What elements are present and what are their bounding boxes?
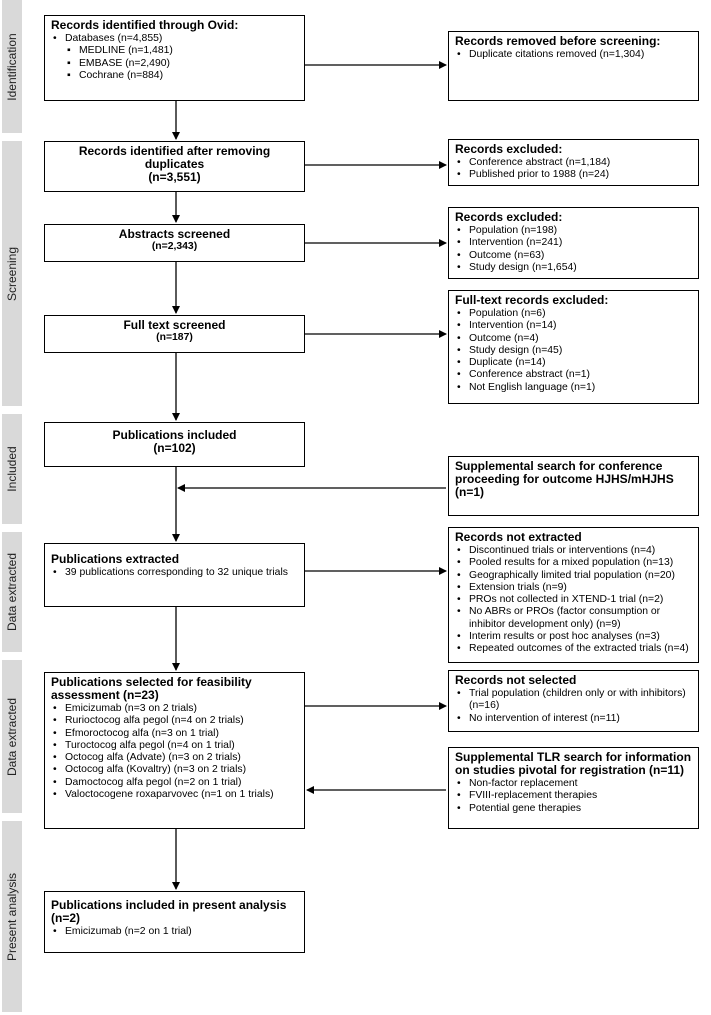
bullet-list: Emicizumab (n=2 on 1 trial) xyxy=(51,926,298,939)
list-item: Outcome (n=63) xyxy=(455,250,692,263)
bullet-list: Population (n=6) Intervention (n=14) Out… xyxy=(455,308,692,394)
full-text-screened-box: Full text screened (n=187) xyxy=(44,315,305,353)
box-title: Records identified through Ovid: xyxy=(51,18,239,32)
list-item: Octocog alfa (Kovaltry) (n=3 on 2 trials… xyxy=(51,764,298,777)
list-item: Repeated outcomes of the extracted trial… xyxy=(455,643,692,656)
box-count: (n=3,551) xyxy=(148,170,201,184)
list-item: Valoctocogene roxaparvovec (n=1 on 1 tri… xyxy=(51,789,298,802)
list-item: Rurioctocog alfa pegol (n=4 on 2 trials) xyxy=(51,715,298,728)
list-item: Outcome (n=4) xyxy=(455,333,692,346)
list-item: PROs not collected in XTEND-1 trial (n=2… xyxy=(455,594,692,607)
stage-data-extracted-1: Data extracted xyxy=(2,532,22,652)
publications-included-box: Publications included (n=102) xyxy=(44,422,305,467)
list-item: Efmoroctocog alfa (n=3 on 1 trial) xyxy=(51,728,298,741)
list-item: Emicizumab (n=2 on 1 trial) xyxy=(51,926,298,939)
stage-screening: Screening xyxy=(2,141,22,406)
list-item: Interim results or post hoc analyses (n=… xyxy=(455,631,692,644)
list-item: MEDLINE (n=1,481) xyxy=(51,45,298,58)
stage-data-extracted-2: Data extracted xyxy=(2,660,22,813)
box-count: (n=102) xyxy=(153,441,196,455)
bullet-list: Conference abstract (n=1,184) Published … xyxy=(455,157,692,182)
publications-extracted-box: Publications extracted 39 publications c… xyxy=(44,543,305,607)
abstracts-screened-box: Abstracts screened (n=2,343) xyxy=(44,224,305,262)
supplemental-tlr-box: Supplemental TLR search for information … xyxy=(448,747,699,829)
list-item: Trial population (children only or with … xyxy=(455,688,692,713)
box-title: Publications included in present analysi… xyxy=(51,898,287,925)
feasibility-box: Publications selected for feasibility as… xyxy=(44,672,305,829)
list-item: Not English language (n=1) xyxy=(455,382,692,395)
list-item: Non-factor replacement xyxy=(455,778,692,791)
list-item: Damoctocog alfa pegol (n=2 on 1 trial) xyxy=(51,777,298,790)
records-excluded-2-box: Records excluded: Population (n=198) Int… xyxy=(448,207,699,279)
list-item: Population (n=198) xyxy=(455,225,692,238)
after-duplicates-box: Records identified after removing duplic… xyxy=(44,141,305,192)
list-item: Duplicate citations removed (n=1,304) xyxy=(455,49,692,62)
box-title: Records identified after removing duplic… xyxy=(78,144,271,171)
records-removed-box: Records removed before screening: Duplic… xyxy=(448,31,699,101)
stage-included: Included xyxy=(2,414,22,524)
list-item: 39 publications corresponding to 32 uniq… xyxy=(51,567,298,580)
list-item: Cochrane (n=884) xyxy=(51,70,298,83)
list-item: Discontinued trials or interventions (n=… xyxy=(455,545,692,558)
stage-present-analysis: Present analysis xyxy=(2,821,22,1012)
box-title: Supplemental TLR search for information … xyxy=(455,750,692,777)
present-analysis-box: Publications included in present analysi… xyxy=(44,891,305,953)
bullet-list: Emicizumab (n=3 on 2 trials) Rurioctocog… xyxy=(51,703,298,802)
box-title: Publications selected for feasibility as… xyxy=(51,675,252,702)
list-item: Octocog alfa (Advate) (n=3 on 2 trials) xyxy=(51,752,298,765)
box-title: Records excluded: xyxy=(455,210,563,224)
list-item: Geographically limited trial population … xyxy=(455,570,692,583)
box-count: (n=187) xyxy=(156,332,193,343)
list-item: Extension trials (n=9) xyxy=(455,582,692,595)
bullet-list: Trial population (children only or with … xyxy=(455,688,692,725)
bullet-list: Discontinued trials or interventions (n=… xyxy=(455,545,692,656)
list-item: Intervention (n=241) xyxy=(455,237,692,250)
list-item: Emicizumab (n=3 on 2 trials) xyxy=(51,703,298,716)
list-item: Databases (n=4,855) xyxy=(51,33,298,46)
box-title: Abstracts screened xyxy=(118,227,231,241)
box-title: Full-text records excluded: xyxy=(455,293,609,307)
bullet-list: Non-factor replacement FVIII-replacement… xyxy=(455,778,692,815)
list-item: Conference abstract (n=1) xyxy=(455,369,692,382)
supplemental-search-box: Supplemental search for conference proce… xyxy=(448,456,699,516)
list-item: Pooled results for a mixed population (n… xyxy=(455,557,692,570)
list-item: Duplicate (n=14) xyxy=(455,357,692,370)
box-title: Full text screened xyxy=(123,318,226,332)
list-item: FVIII-replacement therapies xyxy=(455,790,692,803)
list-item: Turoctocog alfa pegol (n=4 on 1 trial) xyxy=(51,740,298,753)
bullet-list: Duplicate citations removed (n=1,304) xyxy=(455,49,692,62)
bullet-list: Databases (n=4,855) MEDLINE (n=1,481) EM… xyxy=(51,33,298,82)
records-not-selected-box: Records not selected Trial population (c… xyxy=(448,670,699,732)
stage-identification: Identification xyxy=(2,0,22,133)
box-title: Records not selected xyxy=(455,673,577,687)
box-count: (n=2,343) xyxy=(151,241,198,252)
box-title: Records excluded: xyxy=(455,142,563,156)
bullet-list: Population (n=198) Intervention (n=241) … xyxy=(455,225,692,274)
box-title: Supplemental search for conference proce… xyxy=(455,459,674,499)
list-item: No ABRs or PROs (factor consumption or i… xyxy=(455,606,692,631)
bullet-list: 39 publications corresponding to 32 uniq… xyxy=(51,567,298,580)
list-item: No intervention of interest (n=11) xyxy=(455,713,692,726)
list-item: Population (n=6) xyxy=(455,308,692,321)
list-item: EMBASE (n=2,490) xyxy=(51,58,298,71)
box-title: Records not extracted xyxy=(455,530,582,544)
list-item: Conference abstract (n=1,184) xyxy=(455,157,692,170)
box-title: Publications included xyxy=(112,428,237,442)
list-item: Published prior to 1988 (n=24) xyxy=(455,169,692,182)
records-excluded-1-box: Records excluded: Conference abstract (n… xyxy=(448,139,699,186)
list-item: Study design (n=45) xyxy=(455,345,692,358)
fulltext-excluded-box: Full-text records excluded: Population (… xyxy=(448,290,699,404)
box-title: Publications extracted xyxy=(51,552,180,566)
list-item: Potential gene therapies xyxy=(455,803,692,816)
box-title: Records removed before screening: xyxy=(455,34,661,48)
list-item: Intervention (n=14) xyxy=(455,320,692,333)
records-not-extracted-box: Records not extracted Discontinued trial… xyxy=(448,527,699,663)
records-identified-box: Records identified through Ovid: Databas… xyxy=(44,15,305,101)
list-item: Study design (n=1,654) xyxy=(455,262,692,275)
